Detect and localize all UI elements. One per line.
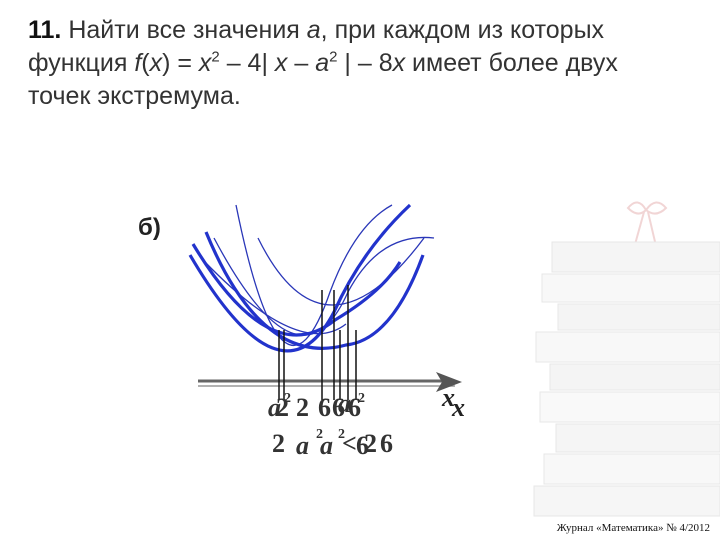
- row1-label-6: a: [338, 389, 351, 418]
- row2-label-3: a: [320, 431, 333, 460]
- curve-thin-1: [235, 204, 393, 347]
- footer-credit: Журнал «Математика» № 4/2012: [556, 522, 710, 534]
- row1-label-7: 6: [348, 393, 361, 422]
- problem-text: 11. Найти все значения a, при каждом из …: [28, 16, 618, 110]
- curve-bold-1: [188, 203, 412, 353]
- row2-label-2: a: [296, 431, 309, 460]
- row1-label-1: a: [268, 393, 281, 422]
- problem-number: 11.: [28, 16, 62, 44]
- axis-arrow-icon: [436, 372, 462, 392]
- books-decoration: [533, 201, 720, 517]
- row2-sup-2: 2: [338, 427, 345, 442]
- row1-label-4: 6: [318, 393, 331, 422]
- row2-sign: <: [342, 429, 357, 458]
- row1-label-3: 2: [296, 393, 309, 422]
- row2-sup-1: 2: [316, 427, 323, 442]
- curve-thin-2: [213, 236, 435, 336]
- axis-label-x: x: [441, 383, 455, 412]
- case-label: б): [138, 214, 161, 241]
- row1-sup-1: 2: [284, 391, 291, 406]
- row2-label-5: 2: [364, 429, 377, 458]
- axis-label-x-ghost: x: [451, 393, 465, 422]
- row2-label-1: 2: [272, 429, 285, 458]
- row1-label-5: 6: [332, 393, 345, 422]
- row1-sup-2: 2: [358, 391, 365, 406]
- row2-label-6: 6: [380, 429, 393, 458]
- curve-thin-3: [257, 237, 425, 306]
- curve-bold-2: [191, 243, 402, 337]
- row1-label-2: 2: [276, 393, 289, 422]
- param-a: a: [306, 16, 321, 44]
- row2-label-4: 6: [356, 431, 369, 460]
